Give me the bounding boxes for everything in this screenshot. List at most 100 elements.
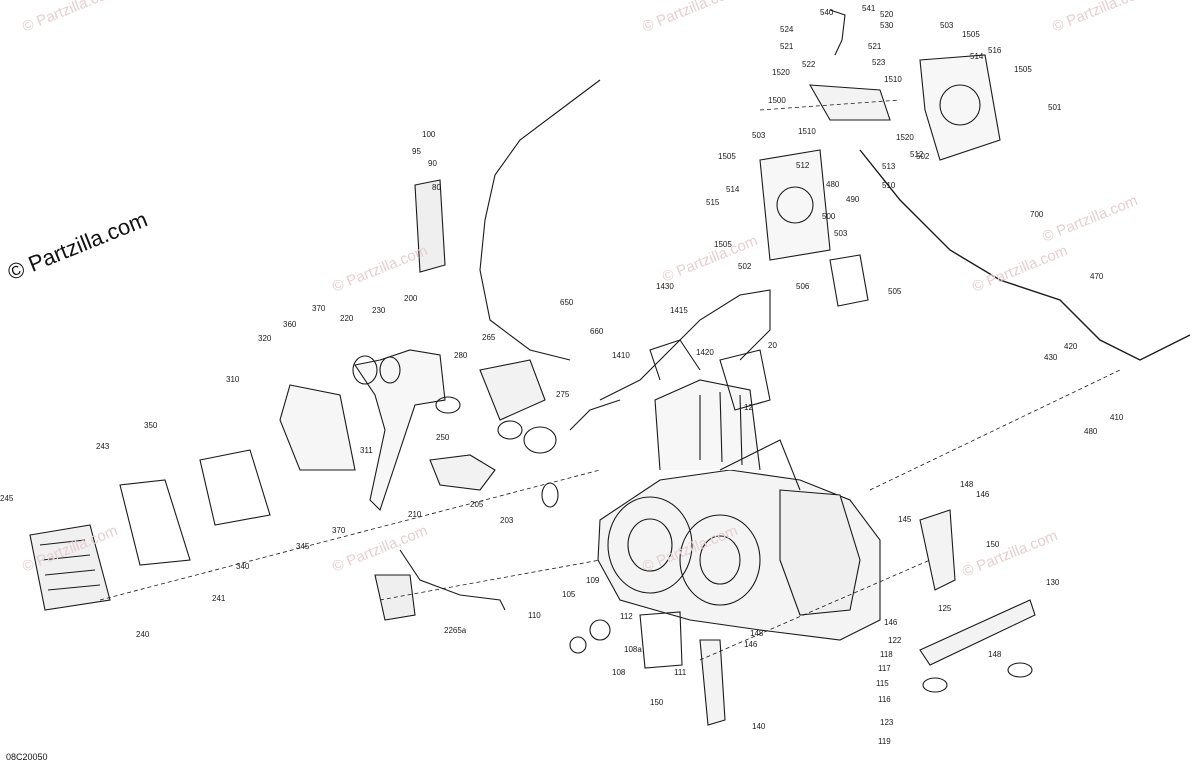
callout-label: 505 [888, 287, 902, 296]
callout-label: 480 [826, 180, 840, 189]
callout-label: 506 [796, 282, 810, 291]
callout-label: 345 [296, 542, 310, 551]
callout-label: 95 [412, 147, 421, 156]
callout-label: 118 [880, 650, 893, 659]
callout-label: 241 [212, 594, 226, 603]
callout-label: 280 [454, 351, 468, 360]
callout-label: 105 [562, 590, 576, 599]
callout-label: 150 [986, 540, 1000, 549]
callout-label: 320 [258, 334, 272, 343]
callout-label: 115 [876, 679, 889, 688]
air-intake-assembly [29, 349, 446, 611]
callout-label: 200 [404, 294, 418, 303]
callout-label: 100 [422, 130, 436, 139]
callout-label: 420 [1064, 342, 1078, 351]
callout-label: 510 [882, 181, 896, 190]
callout-label: 240 [136, 630, 150, 639]
cable-470 [859, 149, 1191, 361]
callout-label: 521 [780, 42, 794, 51]
callout-label: 119 [878, 737, 891, 746]
callout-label: 80 [432, 183, 441, 192]
callout-label: 148 [750, 629, 764, 638]
relay-80 [414, 179, 446, 273]
callout-label: 111 [674, 668, 687, 677]
callout-label: 515 [706, 198, 720, 207]
callout-label: 20 [768, 341, 777, 350]
callout-label: 503 [940, 21, 954, 30]
callout-label: 1505 [714, 240, 732, 249]
callout-label: 523 [872, 58, 886, 67]
callout-label: 430 [1044, 353, 1058, 362]
callout-label: 109 [586, 576, 600, 585]
callout-label: 310 [226, 375, 240, 384]
callout-label: 470 [1090, 272, 1104, 281]
callout-label: 90 [428, 159, 437, 168]
callout-label: 145 [898, 515, 912, 524]
callout-label: 660 [590, 327, 604, 336]
callout-label: 1520 [896, 133, 914, 142]
callout-label: 410 [1110, 413, 1124, 422]
callout-label: 350 [144, 421, 158, 430]
callout-label: 117 [878, 664, 891, 673]
callout-label: 520 [880, 10, 894, 19]
callout-label: 514 [970, 52, 984, 61]
callout-label: 524 [780, 25, 794, 34]
callout-label: 130 [1046, 578, 1060, 587]
intake-boots [429, 359, 559, 508]
engine-assembly [597, 339, 881, 641]
callout-label: 108 [612, 668, 626, 677]
callout-label: 230 [372, 306, 386, 315]
callout-label: 501 [1048, 103, 1062, 112]
callout-label: 140 [752, 722, 766, 731]
callout-label: 700 [1030, 210, 1044, 219]
callout-label: 1410 [612, 351, 630, 360]
callout-label: 250 [436, 433, 450, 442]
callout-label: 243 [96, 442, 110, 451]
callout-label: 530 [880, 21, 894, 30]
callout-label: 146 [744, 640, 758, 649]
callout-label: 513 [882, 162, 896, 171]
callout-label: 340 [236, 562, 250, 571]
callout-label: 512 [796, 161, 810, 170]
cable-650 [479, 79, 601, 361]
callout-label: 502 [916, 152, 930, 161]
callout-label: 146 [976, 490, 990, 499]
callout-label: 370 [312, 304, 326, 313]
callout-label: 12 [744, 403, 753, 412]
callout-label: 148 [988, 650, 1002, 659]
callout-label: 541 [862, 4, 876, 13]
callout-label: 275 [556, 390, 570, 399]
shifter-assembly [759, 9, 1001, 307]
callout-label: 540 [820, 8, 834, 17]
callout-label: 360 [283, 320, 297, 329]
callout-label: 480 [1084, 427, 1098, 436]
callout-label: 1420 [696, 348, 714, 357]
callout-label: 150 [650, 698, 664, 707]
callout-label: 311 [360, 446, 373, 455]
harness-1415 [599, 289, 771, 401]
callout-label: 522 [802, 60, 816, 69]
callout-label: 1500 [768, 96, 786, 105]
callout-label: 503 [752, 131, 766, 140]
callout-label: 125 [938, 604, 952, 613]
callout-label: 1505 [718, 152, 736, 161]
callout-label: 146 [884, 618, 898, 627]
callout-label: 1520 [772, 68, 790, 77]
callout-label: 220 [340, 314, 354, 323]
callout-label: 500 [822, 212, 836, 221]
callout-label: 650 [560, 298, 574, 307]
callout-label: 148 [960, 480, 974, 489]
callout-label: 502 [738, 262, 752, 271]
callout-label: 516 [988, 46, 1002, 55]
callout-label: 512 [910, 150, 924, 159]
callout-label: 1505 [962, 30, 980, 39]
callout-label: 108a [624, 645, 642, 654]
callout-label: 1415 [670, 306, 688, 315]
callout-label: 205 [470, 500, 484, 509]
leader-lines [99, 99, 1121, 661]
callout-label: 490 [846, 195, 860, 204]
callout-label: 122 [888, 636, 902, 645]
callout-label: 1510 [884, 75, 902, 84]
callout-label: 265 [482, 333, 496, 342]
